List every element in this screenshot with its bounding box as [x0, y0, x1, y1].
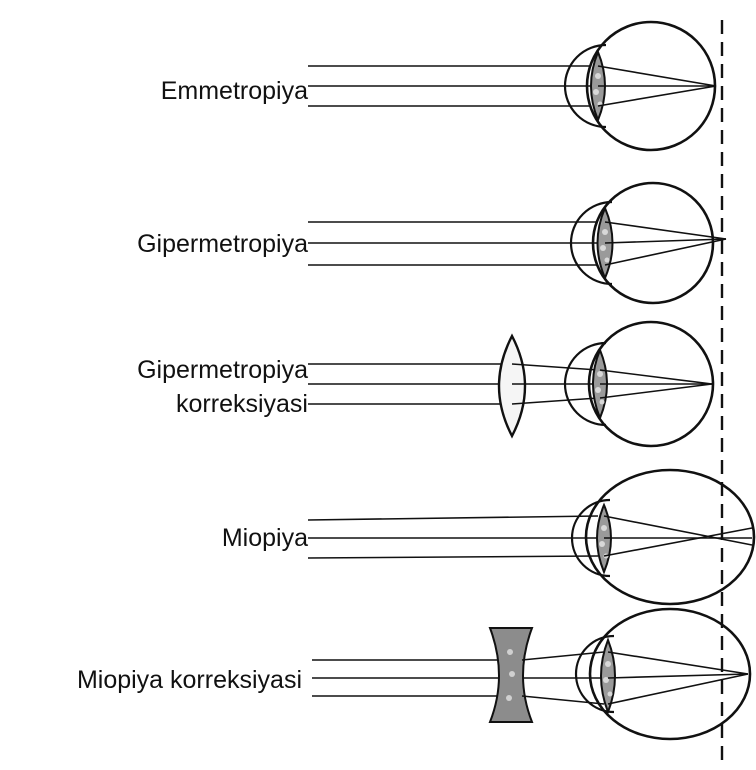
refracted-rays — [608, 652, 748, 704]
refracted-rays — [600, 370, 712, 398]
row-gipermetropiya: Gipermetropiya — [137, 183, 726, 303]
incoming-rays — [308, 66, 590, 106]
row-miopiya-korreksiyasi: Miopiya korreksiyasi — [77, 609, 750, 739]
row-label: Gipermetropiya — [137, 230, 308, 258]
incoming-rays — [308, 516, 598, 558]
incoming-rays — [312, 660, 505, 696]
row-label-line-2: korreksiyasi — [176, 390, 308, 418]
row-label: Miopiya korreksiyasi — [77, 666, 302, 694]
incoming-rays — [308, 222, 598, 265]
row-label: Miopiya — [222, 524, 308, 552]
incoming-rays — [308, 364, 512, 404]
convex-correction-lens — [499, 336, 525, 436]
refracted-rays — [598, 66, 716, 106]
crystalline-lens — [601, 640, 615, 712]
row-emmetropiya: Emmetropiya — [161, 22, 716, 150]
row-miopiya: Miopiya — [222, 470, 754, 604]
row-gipermetropiya-korreksiyasi: Gipermetropiya korreksiyasi — [137, 322, 713, 446]
refracted-rays — [604, 516, 752, 556]
refracted-rays — [605, 222, 726, 265]
concave-correction-lens — [490, 628, 532, 722]
row-label-line-1: Gipermetropiya — [137, 356, 308, 384]
row-label: Emmetropiya — [161, 77, 308, 105]
